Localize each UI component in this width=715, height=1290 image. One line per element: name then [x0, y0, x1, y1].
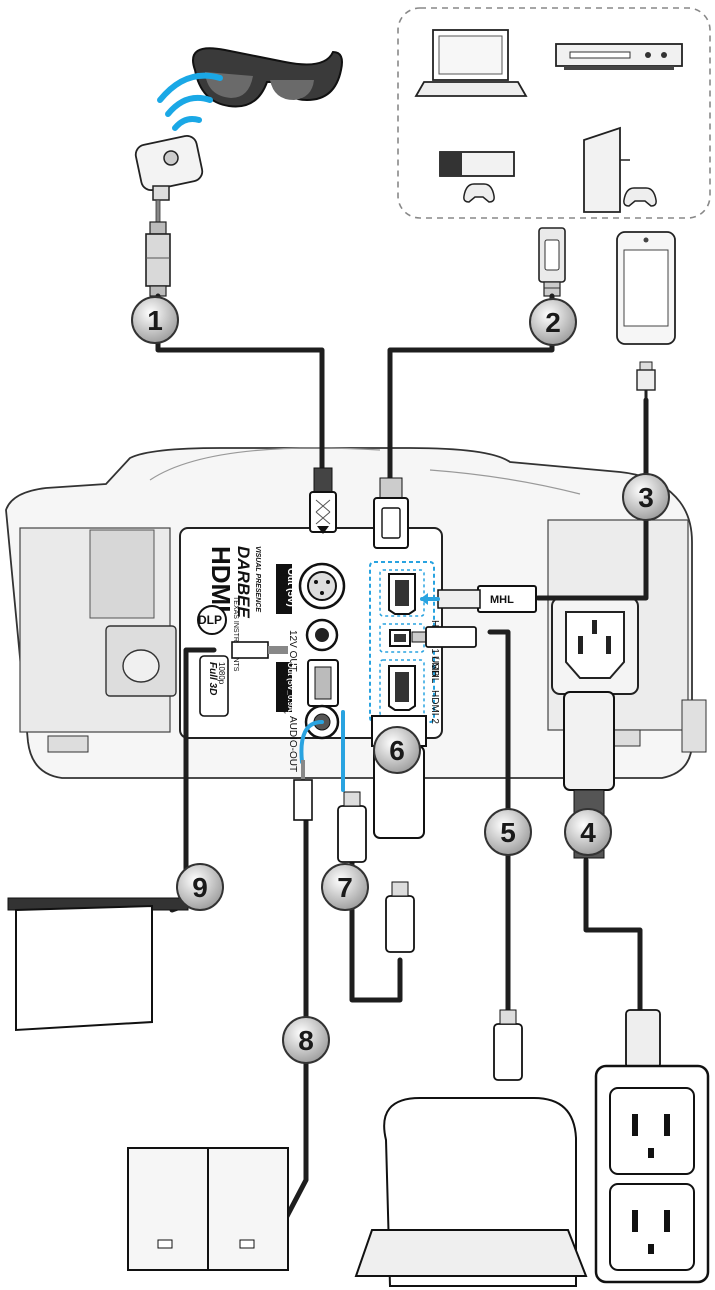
callout-4: 4 [564, 808, 612, 856]
callout-number: 6 [389, 735, 405, 766]
ac-power-inlet[interactable] [551, 597, 639, 695]
darbee-tagline: VISUAL PRESENCE [254, 546, 261, 612]
projection-screen-icon [7, 897, 189, 1032]
laptop-computer-icon [354, 1097, 588, 1287]
callout-number: 2 [545, 307, 561, 338]
label-12v-out: 12V OUT [287, 630, 298, 672]
callout-number: 4 [580, 817, 596, 848]
3d-sync-jack-connector [145, 199, 171, 297]
hdmi-source-connector [538, 227, 566, 297]
callout-group: 1 2 3 4 5 6 7 8 9 [131, 296, 670, 1064]
left-vent-grille [19, 527, 177, 733]
svg-text:Full 3D: Full 3D [207, 662, 218, 695]
3d-emitter-icon [134, 135, 204, 201]
callout-number: 1 [147, 305, 163, 336]
label-3d-sync: 3D SYNC [277, 568, 288, 611]
smartphone-icon [616, 231, 676, 400]
darbee-logo: DARBEE [234, 546, 253, 618]
svg-text:DLP: DLP [198, 613, 222, 627]
usb-power-port[interactable] [307, 659, 339, 707]
mhl-tag: MHL [490, 594, 514, 606]
callout-8: 8 [282, 1016, 330, 1064]
12v-plug [231, 641, 288, 659]
label-usb-power-out: Out (5V_0.9A) [286, 662, 295, 715]
dlp-logo: DLP [197, 605, 227, 635]
wall-outlet-icon [594, 1064, 710, 1284]
hdmi-plug [373, 477, 409, 549]
speakers-icon [127, 1147, 289, 1271]
callout-2: 2 [529, 298, 577, 346]
bluray-player-icon [555, 43, 683, 70]
callout-3: 3 [622, 473, 670, 521]
label-usb-power: USB Power [277, 662, 288, 714]
xbox-console-icon [439, 151, 515, 203]
label-audio-out: AUDIO-OUT [287, 716, 298, 772]
callout-1: 1 [131, 296, 179, 344]
callout-number: 7 [337, 872, 353, 903]
usb-a-plug-laptop [493, 1009, 523, 1081]
usb-service-port[interactable] [379, 623, 425, 653]
sync-plug [309, 467, 337, 534]
callout-number: 9 [192, 872, 208, 903]
ti-label: TEXAS INSTRUMENTS [232, 596, 239, 672]
hdmi1-mhl-port[interactable] [379, 569, 425, 617]
wireless-signal-icon [157, 72, 223, 131]
usb-mini-plug [411, 626, 477, 648]
audio-plug [293, 720, 324, 821]
mhl-plug: MHL [420, 585, 537, 613]
callout-9: 9 [176, 863, 224, 911]
label-usb: USB [429, 656, 440, 677]
playstation-console-icon [583, 126, 657, 213]
callout-5: 5 [484, 808, 532, 856]
callout-number: 3 [638, 482, 654, 513]
callout-6: 6 [373, 726, 421, 774]
source-devices-group [397, 7, 711, 219]
label-hdmi2: HDMI 2 [429, 690, 440, 724]
laptop-icon [414, 29, 528, 97]
hdmi2-port[interactable] [379, 659, 425, 717]
callout-number: 5 [500, 817, 516, 848]
hdmi-logo: HDMI [206, 546, 236, 612]
3d-sync-port[interactable] [298, 562, 346, 610]
12v-out-port[interactable] [305, 618, 339, 652]
callout-number: 8 [298, 1025, 314, 1056]
full3d-badge: Full 3D 1080p [199, 655, 229, 717]
usb-a-plug-2 [385, 881, 415, 953]
usb-a-plug-1 [337, 710, 367, 863]
svg-text:1080p: 1080p [217, 662, 226, 685]
callout-7: 7 [321, 863, 369, 911]
label-sync-out: Out (5V) [285, 568, 296, 607]
label-hdmi1-mhl: HDMI 1 / MHL [429, 620, 440, 684]
